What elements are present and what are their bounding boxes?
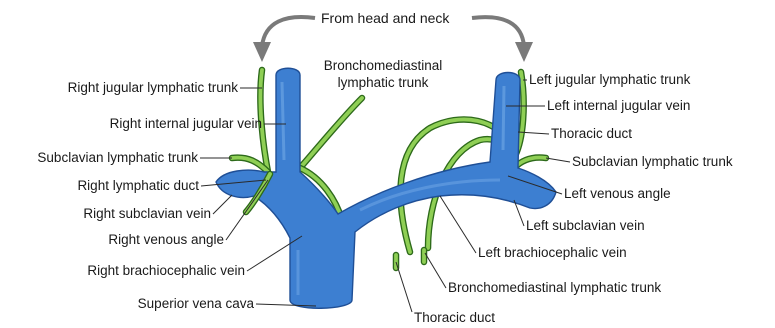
label-right-venous-angle: Right venous angle <box>108 232 224 247</box>
label-left-internal-jugular-vein: Left internal jugular vein <box>547 98 690 113</box>
label-right-subclavian-lymphatic-trunk: Subclavian lymphatic trunk <box>37 150 198 165</box>
right-arrowhead <box>515 42 533 62</box>
label-right-brachiocephalic-vein: Right brachiocephalic vein <box>87 263 245 278</box>
label-right-subclavian-vein: Right subclavian vein <box>83 206 211 221</box>
right-bronchomediastinal-trunk-upper <box>300 98 362 168</box>
label-left-subclavian-lymphatic-trunk: Subclavian lymphatic trunk <box>572 154 733 169</box>
label-right-lymphatic-duct: Right lymphatic duct <box>77 178 199 193</box>
label-right-jugular-lymphatic-trunk: Right jugular lymphatic trunk <box>68 80 239 95</box>
label-bronchomediastinal-trunk-top-line2: lymphatic trunk <box>338 75 429 90</box>
label-left-jugular-lymphatic-trunk: Left jugular lymphatic trunk <box>529 72 691 87</box>
label-superior-vena-cava: Superior vena cava <box>138 296 255 311</box>
label-from-head-and-neck: From head and neck <box>321 10 450 26</box>
label-left-subclavian-vein: Left subclavian vein <box>526 218 645 233</box>
label-bronchomediastinal-trunk-bottom: Bronchomediastinal lymphatic trunk <box>448 280 661 295</box>
veins <box>216 68 556 308</box>
label-bronchomediastinal-trunk-top-line1: Bronchomediastinal <box>324 58 443 73</box>
left-arrowhead <box>253 42 271 62</box>
label-thoracic-duct-upper: Thoracic duct <box>551 126 632 141</box>
label-left-brachiocephalic-vein: Left brachiocephalic vein <box>478 245 627 260</box>
label-left-venous-angle: Left venous angle <box>564 186 671 201</box>
labels: From head and neck Right jugular lymphat… <box>37 10 732 325</box>
label-right-internal-jugular-vein: Right internal jugular vein <box>110 116 262 131</box>
label-thoracic-duct-lower: Thoracic duct <box>414 310 495 325</box>
left-curved-arrow <box>262 17 315 46</box>
right-curved-arrow <box>472 17 524 46</box>
